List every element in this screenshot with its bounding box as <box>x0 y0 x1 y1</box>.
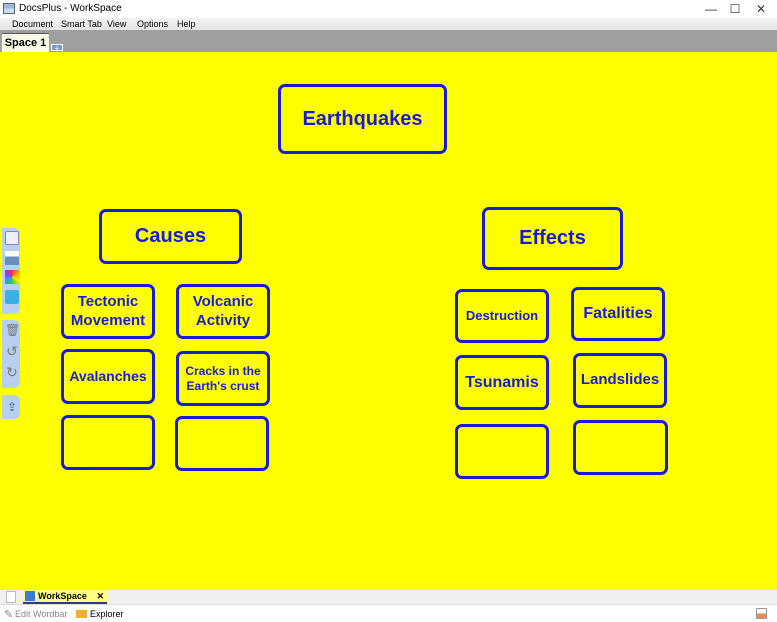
effect-node[interactable]: Destruction <box>455 289 549 343</box>
share-icon[interactable]: ⇪ <box>6 400 18 414</box>
insert-toolbar <box>2 228 20 314</box>
maximize-button[interactable]: ☐ <box>729 2 741 16</box>
effect-node[interactable]: Tsunamis <box>455 355 549 410</box>
document-tabs: WorkSpace ✕ <box>0 590 777 604</box>
palette-icon[interactable] <box>5 270 19 284</box>
empty-effect-node[interactable] <box>455 424 549 479</box>
edit-wordbar-button[interactable]: Edit Wordbar <box>15 609 68 619</box>
settings-icon[interactable] <box>756 608 767 619</box>
menu-document[interactable]: Document <box>12 19 54 29</box>
pencil-icon: ✎ <box>4 609 14 621</box>
workspace-doc-tab[interactable]: WorkSpace ✕ <box>23 590 107 604</box>
cause-node[interactable]: Avalanches <box>61 349 155 404</box>
close-doc-tab-button[interactable]: ✕ <box>96 591 104 601</box>
image-icon[interactable] <box>5 251 19 265</box>
new-document-icon[interactable] <box>6 591 16 603</box>
explorer-button[interactable]: Explorer <box>90 609 124 619</box>
tab-bar: Space 1 + <box>0 30 777 53</box>
empty-effect-node[interactable] <box>573 420 668 475</box>
cause-node[interactable]: Tectonic Movement <box>61 284 155 339</box>
effects-node[interactable]: Effects <box>482 207 623 270</box>
folder-icon <box>76 610 87 618</box>
trash-icon[interactable]: 🗑 <box>5 323 21 337</box>
title-bar: DocsPlus - WorkSpace — ☐ ✕ <box>0 0 777 18</box>
empty-cause-node[interactable] <box>61 415 155 470</box>
menu-options[interactable]: Options <box>137 19 169 29</box>
minimize-button[interactable]: — <box>705 2 717 16</box>
effect-node[interactable]: Landslides <box>573 353 667 408</box>
cause-node[interactable]: Cracks in the Earth's crust <box>176 351 270 406</box>
add-tab-button[interactable]: + <box>51 44 63 53</box>
window-title: DocsPlus - WorkSpace <box>19 3 122 14</box>
menu-help[interactable]: Help <box>177 19 196 29</box>
app-icon <box>3 3 15 14</box>
doc-tab-label: WorkSpace <box>38 591 87 601</box>
effect-node[interactable]: Fatalities <box>571 287 665 341</box>
workspace-canvas[interactable]: Earthquakes Causes Effects Tectonic Move… <box>0 52 777 590</box>
empty-cause-node[interactable] <box>175 416 269 471</box>
edit-toolbar: 🗑 ↺ ↻ <box>2 320 20 388</box>
menu-smart-tab[interactable]: Smart Tab <box>61 19 102 29</box>
share-toolbar: ⇪ <box>2 395 20 419</box>
tab-space-1[interactable]: Space 1 <box>2 33 49 52</box>
menu-bar: Document Smart Tab View Options Help <box>0 18 777 30</box>
root-node[interactable]: Earthquakes <box>278 84 447 154</box>
undo-icon[interactable]: ↺ <box>6 343 18 359</box>
workspace-icon <box>25 591 35 601</box>
redo-icon[interactable]: ↻ <box>6 364 18 380</box>
close-button[interactable]: ✕ <box>755 2 767 16</box>
rectangle-icon[interactable] <box>5 231 19 245</box>
status-bar: ✎ Edit Wordbar Explorer <box>0 604 777 622</box>
menu-view[interactable]: View <box>107 19 127 29</box>
speech-icon[interactable] <box>5 290 19 304</box>
causes-node[interactable]: Causes <box>99 209 242 264</box>
cause-node[interactable]: Volcanic Activity <box>176 284 270 339</box>
